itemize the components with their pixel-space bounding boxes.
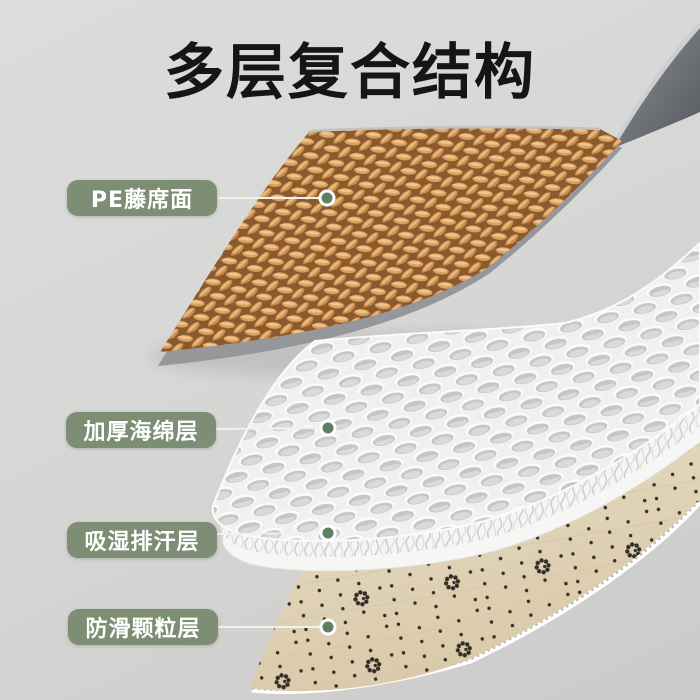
callout-dot-3 xyxy=(319,524,337,542)
leader-line-2 xyxy=(215,427,322,430)
leader-lines xyxy=(215,197,322,628)
callout-label-thick-sponge-layer: 加厚海绵层 xyxy=(66,412,216,448)
mat-corner-edge-graphic xyxy=(610,22,700,149)
callout-dot-2 xyxy=(319,419,337,437)
callout-dot-1 xyxy=(318,189,336,207)
leader-line-3 xyxy=(216,532,322,535)
callout-label-pe-rattan-surface: PE藤席面 xyxy=(67,180,217,216)
callout-dot-4 xyxy=(319,618,337,636)
page-title: 多层复合结构 xyxy=(164,38,536,108)
callout-label-anti-slip-particle-layer: 防滑颗粒层 xyxy=(68,609,218,645)
callout-label-moisture-wicking-layer: 吸湿排汗层 xyxy=(67,522,217,558)
pe-rattan-layer-graphic xyxy=(158,126,622,366)
callout-dots xyxy=(318,189,337,636)
